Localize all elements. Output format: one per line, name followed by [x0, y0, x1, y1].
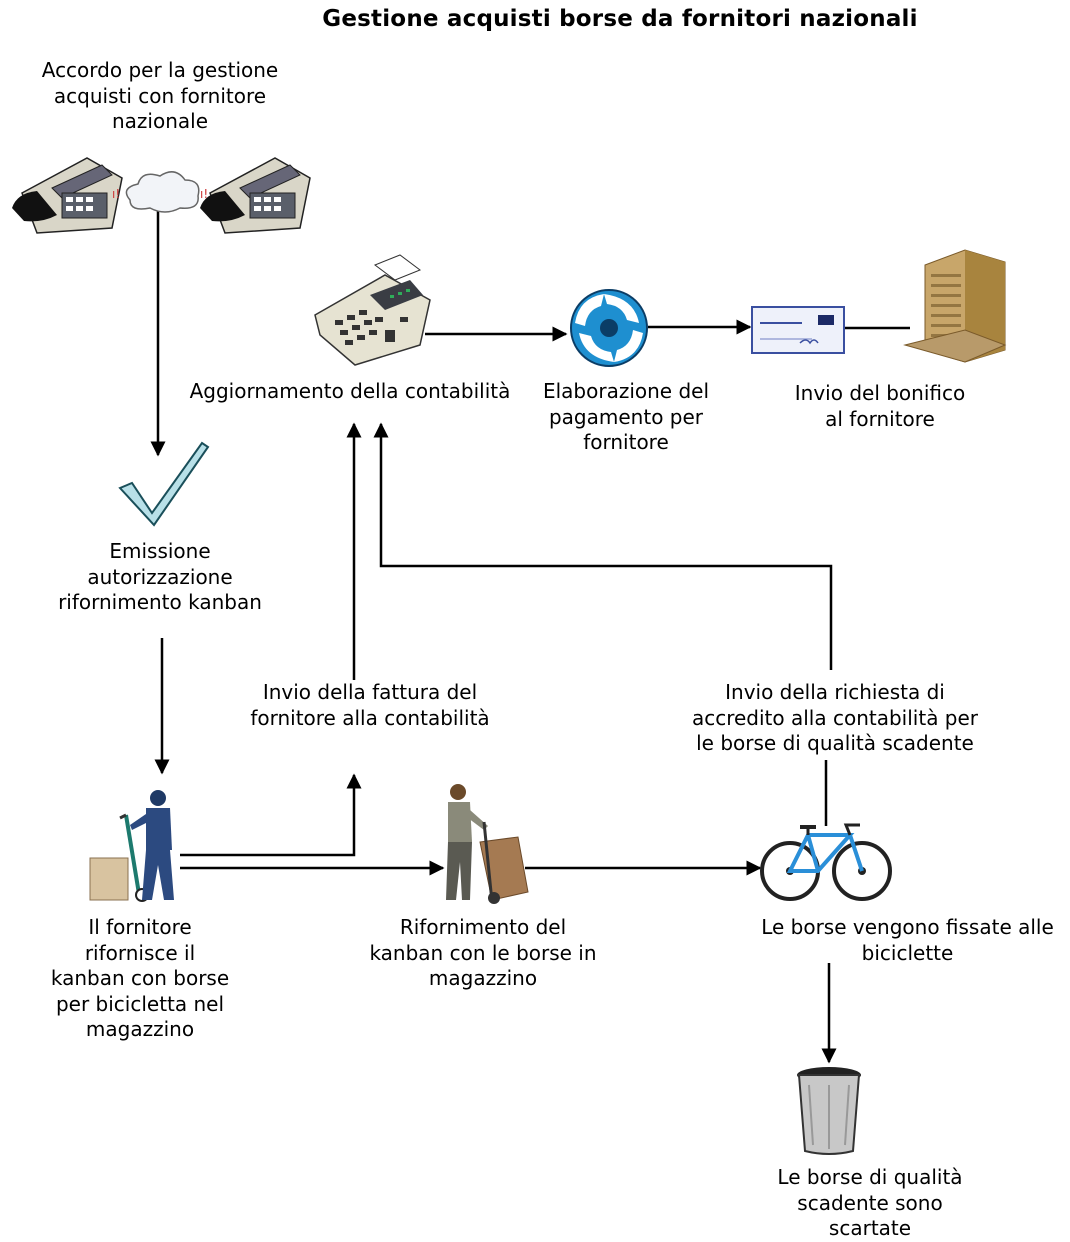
label-accounting-update: Aggiornamento della contabilità	[189, 379, 511, 403]
warehouse-worker-icon	[446, 784, 529, 904]
label-authorization: Emissione autorizzazione rifornimento ka…	[58, 539, 262, 614]
svg-text:ı!: ı!	[200, 187, 208, 201]
bank-check-icon	[751, 306, 845, 354]
label-supplier-replenish: Il fornitore rifornisce il kanban con bo…	[50, 915, 230, 1041]
label-credit-request: Invio della richiesta di accredito alla …	[691, 680, 979, 755]
delivery-worker-icon	[89, 790, 174, 902]
label-warehouse-replenish: Rifornimento del kanban con le borse in …	[369, 915, 597, 990]
label-bags-attached: Le borse vengono fissate alle biciclette	[761, 915, 1054, 965]
label-transfer: Invio del bonifico al fornitore	[794, 381, 966, 431]
checkmark-icon	[118, 441, 210, 527]
connectors	[150, 205, 910, 1064]
arrow-credit-to-accounting	[373, 422, 833, 670]
calculator-icon	[314, 254, 431, 366]
trash-can-icon	[797, 1067, 861, 1155]
bicycle-icon	[760, 823, 892, 901]
diagram-title: Gestione acquisti borse da fornitori naz…	[322, 6, 918, 32]
arrow-supplier-to-invoice	[180, 773, 362, 857]
label-payment-processing: Elaborazione del pagamento per fornitore	[542, 379, 710, 454]
label-invoice: Invio della fattura del fornitore alla c…	[250, 680, 490, 730]
cloud-icon: ı! ı!	[112, 171, 208, 213]
payment-cycle-icon	[570, 289, 648, 367]
telephone-icon	[200, 157, 311, 234]
label-bags-discarded: Le borse di qualità scadente sono scarta…	[777, 1165, 963, 1240]
svg-text:ı!: ı!	[112, 187, 120, 201]
label-agreement: Accordo per la gestione acquisti con for…	[41, 58, 279, 133]
telephone-icon	[12, 157, 123, 234]
office-building-icon	[903, 249, 1007, 363]
